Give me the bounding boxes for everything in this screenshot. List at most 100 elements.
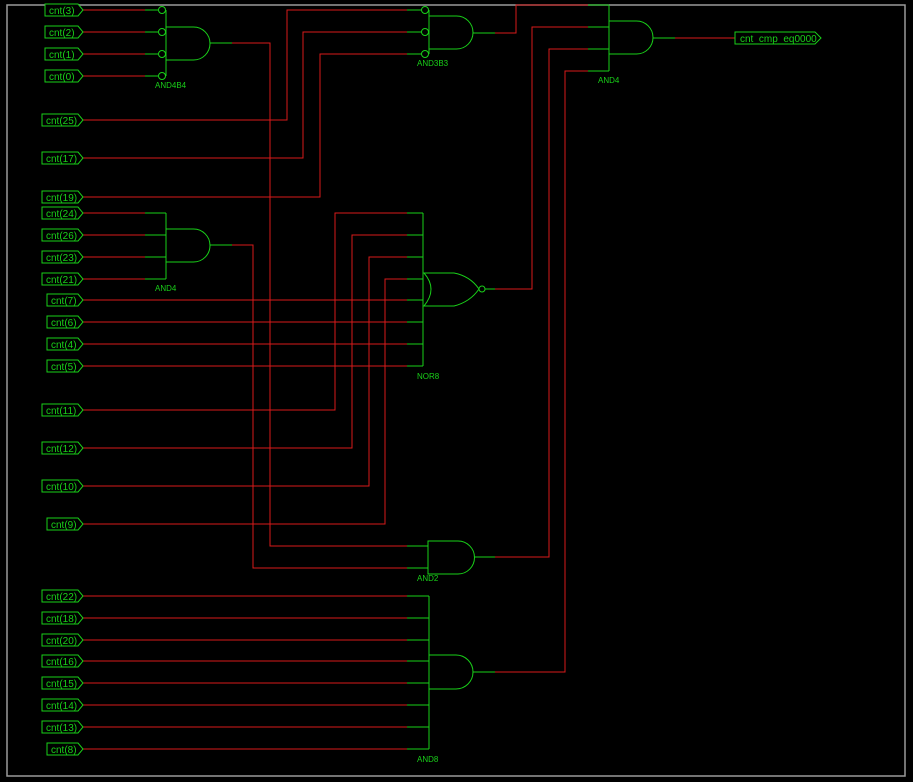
input-port-tag xyxy=(41,151,84,165)
input-port-tag xyxy=(41,228,84,242)
input-port-tag xyxy=(41,479,84,493)
inversion-bubble xyxy=(158,6,166,14)
output-port[interactable]: cnt_cmp_eq0000 xyxy=(734,31,822,45)
gate-and2[interactable]: AND2 xyxy=(407,540,495,583)
input-port[interactable]: cnt(16) xyxy=(41,654,84,668)
input-port[interactable]: cnt(13) xyxy=(41,720,84,734)
input-port-label: cnt(15) xyxy=(46,679,77,690)
input-port-tag xyxy=(46,337,84,351)
net-wire xyxy=(495,70,588,673)
net-wire xyxy=(83,278,407,525)
net-wire xyxy=(83,53,407,198)
and8-body xyxy=(429,654,474,690)
gate-and4b4[interactable]: AND4B4 xyxy=(145,6,232,91)
net-wire xyxy=(83,31,407,159)
gate-label: AND4 xyxy=(155,284,177,293)
gate-label: AND8 xyxy=(417,755,439,764)
input-port-tag xyxy=(41,272,84,286)
input-port[interactable]: cnt(19) xyxy=(41,190,84,204)
input-port-tag xyxy=(41,190,84,204)
input-port-tag xyxy=(44,47,84,61)
input-port[interactable]: cnt(15) xyxy=(41,676,84,690)
input-port[interactable]: cnt(22) xyxy=(41,589,84,603)
input-port-label: cnt(13) xyxy=(46,723,77,734)
net-wire xyxy=(232,244,407,569)
input-port[interactable]: cnt(10) xyxy=(41,479,84,493)
input-port-tag xyxy=(46,359,84,373)
and4-final-body xyxy=(609,20,654,55)
input-port[interactable]: cnt(25) xyxy=(41,113,84,127)
input-port-tag xyxy=(41,589,84,603)
gate-label: AND4 xyxy=(598,76,620,85)
sheet-border xyxy=(6,4,906,777)
input-port[interactable]: cnt(17) xyxy=(41,151,84,165)
input-port-label: cnt(4) xyxy=(51,340,77,351)
input-port-label: cnt(7) xyxy=(51,296,77,307)
gate-and8[interactable]: AND8 xyxy=(407,595,495,764)
input-port[interactable]: cnt(26) xyxy=(41,228,84,242)
nor8-body xyxy=(422,272,480,307)
input-port[interactable]: cnt(12) xyxy=(41,441,84,455)
input-port-tag xyxy=(44,25,84,39)
input-port[interactable]: cnt(9) xyxy=(46,517,84,531)
input-port-tag xyxy=(44,69,84,83)
input-port[interactable]: cnt(11) xyxy=(41,403,84,417)
input-port[interactable]: cnt(5) xyxy=(46,359,84,373)
inversion-bubble xyxy=(158,72,166,80)
input-port-label: cnt(12) xyxy=(46,444,77,455)
input-port[interactable]: cnt(20) xyxy=(41,633,84,647)
input-port-tag xyxy=(46,742,84,756)
input-port-tag xyxy=(41,206,84,220)
input-port-label: cnt(22) xyxy=(46,592,77,603)
input-port-label: cnt(8) xyxy=(51,745,77,756)
inversion-bubble xyxy=(158,28,166,36)
input-port-label: cnt(2) xyxy=(49,28,75,39)
input-port-tag xyxy=(41,113,84,127)
gate-and3b3[interactable]: AND3B3 xyxy=(407,6,495,69)
input-port-label: cnt(16) xyxy=(46,657,77,668)
inversion-bubble xyxy=(421,50,429,58)
input-port-label: cnt(14) xyxy=(46,701,77,712)
input-port-tag xyxy=(46,293,84,307)
input-port-label: cnt(6) xyxy=(51,318,77,329)
ports: cnt(3) cnt(2) cnt(1) cnt(0) cnt(25) cnt(17) cn… xyxy=(41,3,822,756)
input-port-label: cnt(25) xyxy=(46,116,77,127)
input-port-tag xyxy=(41,676,84,690)
input-port[interactable]: cnt(18) xyxy=(41,611,84,625)
input-port[interactable]: cnt(1) xyxy=(44,47,84,61)
input-port[interactable]: cnt(24) xyxy=(41,206,84,220)
input-port-label: cnt(1) xyxy=(49,50,75,61)
input-port-label: cnt(24) xyxy=(46,209,77,220)
input-port-label: cnt(23) xyxy=(46,253,77,264)
input-port[interactable]: cnt(14) xyxy=(41,698,84,712)
and3b3-body xyxy=(429,15,474,50)
input-port-tag xyxy=(41,698,84,712)
input-port-label: cnt(3) xyxy=(49,6,75,17)
input-port-tag xyxy=(46,517,84,531)
output-port-tag xyxy=(734,31,822,45)
input-port[interactable]: cnt(3) xyxy=(44,3,84,17)
input-port-tag xyxy=(44,3,84,17)
input-port-label: cnt(5) xyxy=(51,362,77,373)
input-port[interactable]: cnt(8) xyxy=(46,742,84,756)
gate-label: NOR8 xyxy=(417,372,440,381)
input-port[interactable]: cnt(4) xyxy=(46,337,84,351)
input-port-label: cnt(19) xyxy=(46,193,77,204)
gate-and4-final[interactable]: AND4 xyxy=(588,4,675,85)
input-port-tag xyxy=(41,250,84,264)
input-port[interactable]: cnt(6) xyxy=(46,315,84,329)
gate-nor8[interactable]: NOR8 xyxy=(407,212,495,381)
input-port[interactable]: cnt(23) xyxy=(41,250,84,264)
input-port-tag xyxy=(41,441,84,455)
input-port[interactable]: cnt(7) xyxy=(46,293,84,307)
wires xyxy=(83,4,735,750)
net-wire xyxy=(83,9,407,121)
input-port-tag xyxy=(41,633,84,647)
gate-and4-mid[interactable]: AND4 xyxy=(145,212,232,293)
input-port[interactable]: cnt(21) xyxy=(41,272,84,286)
input-port[interactable]: cnt(2) xyxy=(44,25,84,39)
input-port-label: cnt(11) xyxy=(46,406,76,417)
input-port[interactable]: cnt(0) xyxy=(44,69,84,83)
input-port-tag xyxy=(41,654,84,668)
